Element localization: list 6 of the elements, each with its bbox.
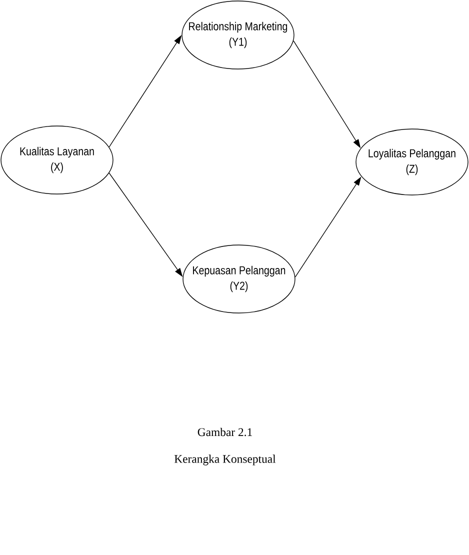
ellipse-node: Loyalitas Pelanggan (Z) xyxy=(356,128,468,196)
ellipse-node: Kualitas Layanan (X) xyxy=(0,126,114,194)
ellipse-node: Kepuasan Pelanggan (Y2) xyxy=(182,244,296,314)
ellipse-node: Relationship Marketing (Y1) xyxy=(182,0,294,70)
figure-caption: Gambar 2.1 xyxy=(198,428,252,436)
figure-caption: Kerangka Konseptual xyxy=(174,454,276,466)
